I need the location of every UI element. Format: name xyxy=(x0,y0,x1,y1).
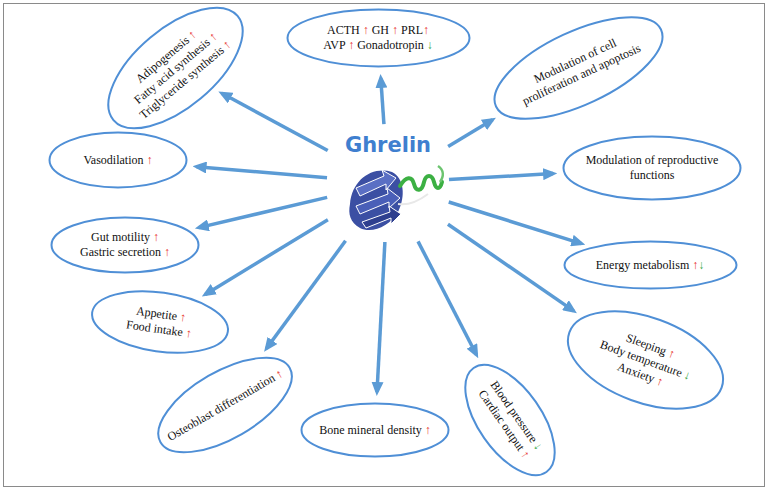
change-arrow: ↑ xyxy=(147,153,153,167)
text-run: Energy metabolism xyxy=(596,258,692,272)
hormone-name: Ghrelin xyxy=(345,132,431,158)
effect-arrow xyxy=(197,167,327,178)
text-run: ACTH xyxy=(327,23,363,37)
effect-text: AVP ↑ Gonadotropin ↓ xyxy=(323,38,433,53)
effect-ellipse: Vasodilation ↑ xyxy=(48,131,188,189)
hormone-node: Ghrelin xyxy=(333,130,443,236)
effect-ellipse: Modulation of reproductive functions xyxy=(562,135,742,201)
protein-illustration xyxy=(349,163,442,236)
effect-arrow xyxy=(448,224,574,311)
change-arrow: ↑ xyxy=(425,423,431,437)
effect-arrow xyxy=(449,174,553,180)
effect-text: Vasodilation ↑ xyxy=(84,153,153,168)
effect-arrow xyxy=(266,241,345,349)
effect-arrow xyxy=(199,197,327,227)
effect-arrow xyxy=(205,220,328,295)
effect-text: Gut motility ↑ xyxy=(91,230,159,245)
change-arrow: ↑ xyxy=(348,38,354,52)
effect-ellipse: Sleeping ↑Body temperature ↓Anxiety ↑ xyxy=(552,290,737,429)
effect-ellipse: Bone mineral density ↑ xyxy=(300,402,450,458)
change-arrow: ↑ xyxy=(153,230,159,244)
effect-text: Energy metabolism ↑↓ xyxy=(596,258,704,273)
change-arrow: ↑ xyxy=(363,23,369,37)
effect-arrow xyxy=(448,120,492,147)
change-arrow: ↑ xyxy=(423,23,429,37)
effect-arrow xyxy=(377,242,385,392)
text-run: Ghrelin xyxy=(345,133,431,157)
effect-text: Gastric secretion ↑ xyxy=(80,245,170,260)
text-run: PRL xyxy=(398,23,423,37)
effect-arrow xyxy=(381,78,384,124)
change-arrow: ↑ xyxy=(692,258,698,272)
effect-ellipse: Blood pressure ↓Cardiac output ↑ xyxy=(446,348,575,490)
effect-text: ACTH ↑ GH ↑ PRL↑ xyxy=(327,23,429,38)
effect-ellipse: Energy metabolism ↑↓ xyxy=(563,240,738,290)
effect-text: Modulation of reproductive functions xyxy=(585,153,720,183)
change-arrow: ↑ xyxy=(164,245,170,259)
text-run: Modulation of reproductive functions xyxy=(586,153,719,182)
text-run: Gonadotropin xyxy=(354,38,427,52)
effect-ellipse: ACTH ↑ GH ↑ PRL↑AVP ↑ Gonadotropin ↓ xyxy=(286,8,471,68)
text-run: Bone mineral density xyxy=(319,423,425,437)
change-arrow: ↓ xyxy=(427,38,433,52)
effect-ellipse: Osteoblast differentiation ↑ xyxy=(142,337,309,474)
effect-ellipse: Adipogenesis ↑Fatty acid synthesis ↑Trig… xyxy=(85,0,264,152)
text-run: Gut motility xyxy=(91,230,153,244)
change-arrow: ↑ xyxy=(392,23,398,37)
effect-ellipse: Gut motility ↑Gastric secretion ↑ xyxy=(50,216,200,274)
effect-arrow xyxy=(418,241,476,354)
text-run: GH xyxy=(369,23,392,37)
text-run: AVP xyxy=(323,38,348,52)
effect-ellipse: Appetite ↑Food intake ↑ xyxy=(86,282,233,363)
effect-ellipse: Modulation of cell proliferation and apo… xyxy=(478,0,678,142)
text-run: Vasodilation xyxy=(84,153,147,167)
effect-text: Bone mineral density ↑ xyxy=(319,423,431,438)
change-arrow: ↓ xyxy=(698,258,704,272)
text-run: Gastric secretion xyxy=(80,245,164,259)
effect-arrow xyxy=(222,93,328,150)
